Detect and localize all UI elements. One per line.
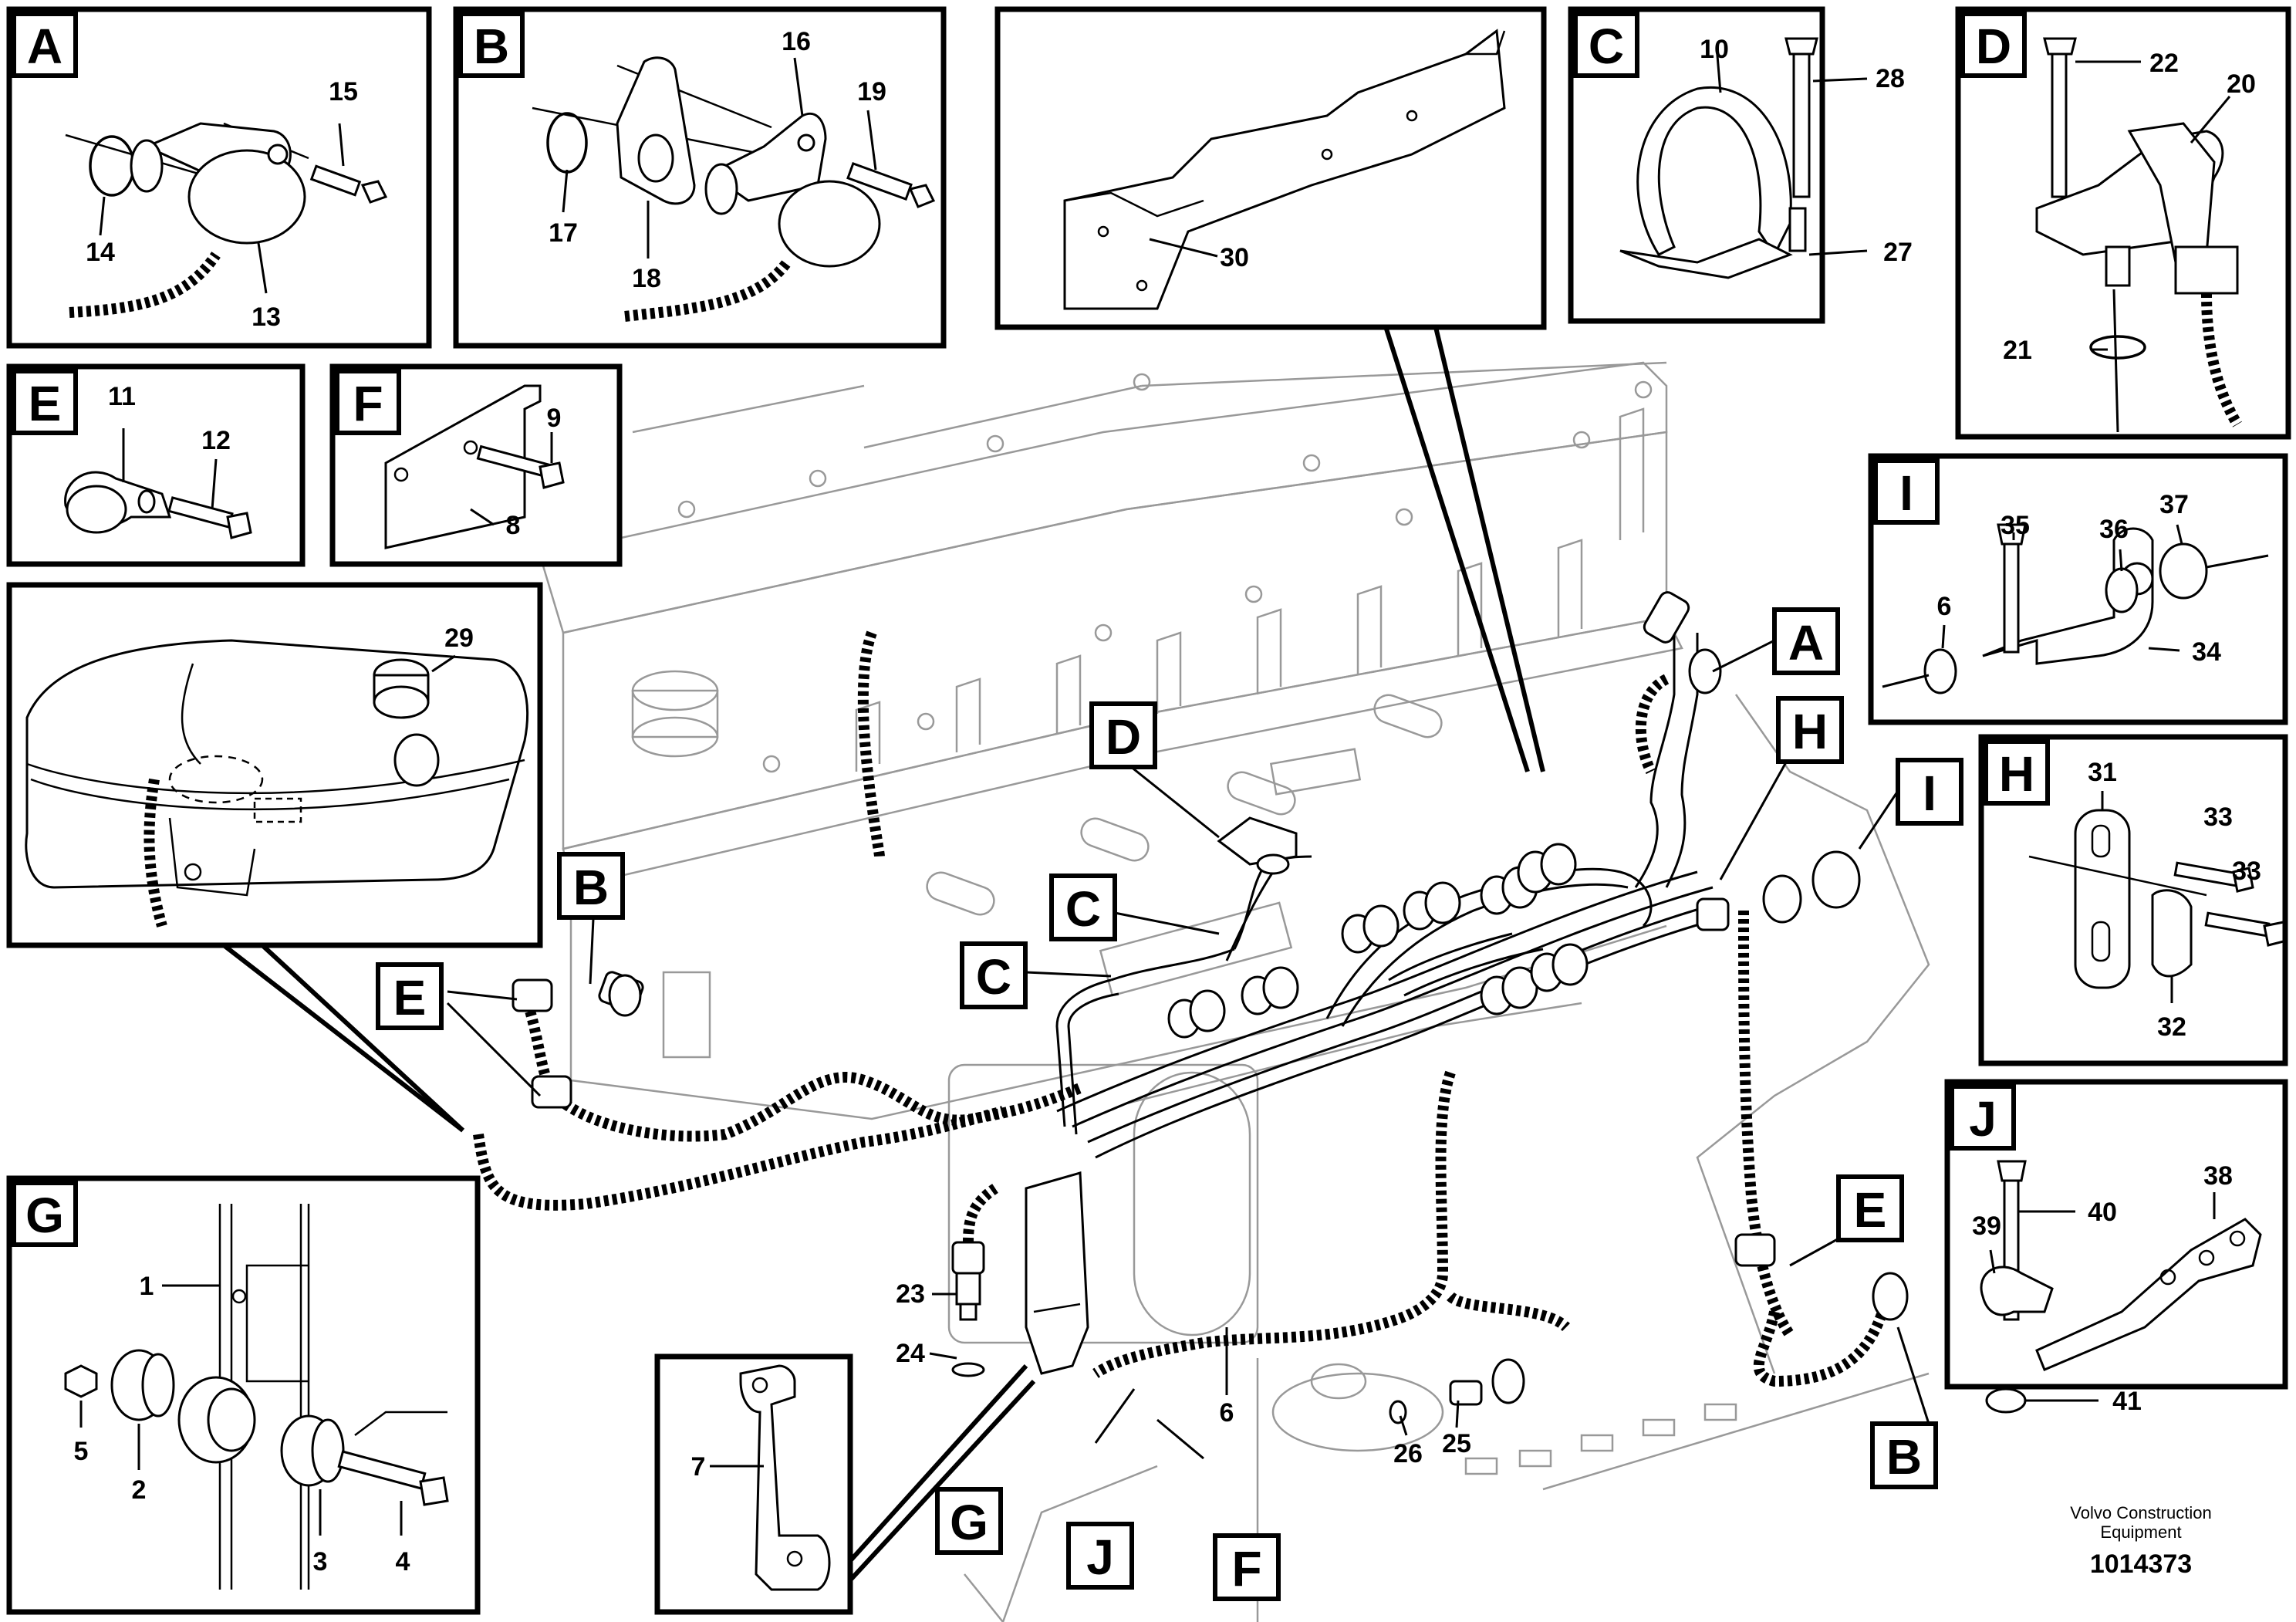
- part-39: 39: [1972, 1211, 2001, 1241]
- inset-e-drawing: [64, 428, 252, 539]
- callout-b-bottom: B: [1886, 1429, 1922, 1485]
- part-34: 34: [2192, 637, 2221, 667]
- part-18: 18: [632, 264, 661, 293]
- panel-letter-g: G: [25, 1188, 64, 1243]
- part-4: 4: [396, 1547, 410, 1576]
- inset-frames: [6, 6, 2291, 1615]
- part-3: 3: [313, 1547, 328, 1576]
- part-26: 26: [1393, 1439, 1423, 1468]
- callout-leaders: [446, 639, 1930, 1460]
- inset-b-drawing: [532, 56, 936, 322]
- inset-30-drawing: [1063, 29, 1506, 310]
- figure-id: 1014373: [2090, 1549, 2192, 1579]
- part-36: 36: [2099, 515, 2129, 544]
- inset-29-drawing: [25, 639, 529, 928]
- part-37: 37: [2159, 490, 2189, 519]
- inset-d-drawing: [2035, 37, 2243, 433]
- part-38: 38: [2203, 1161, 2233, 1191]
- callout-e-right: E: [1854, 1182, 1887, 1238]
- panel-letter-j: J: [1969, 1091, 1997, 1147]
- part-25: 25: [1442, 1429, 1471, 1458]
- part-33-upper: 33: [2203, 803, 2233, 832]
- part-28: 28: [1876, 64, 1905, 93]
- inset-f-drawing: [384, 384, 565, 549]
- panel-letter-b: B: [474, 19, 509, 74]
- inset-h-drawing: [2028, 791, 2285, 1003]
- inset-connectors: [222, 323, 1545, 1584]
- wiring-harness: [473, 591, 1909, 1424]
- panel-letter-i: I: [1899, 465, 1913, 521]
- brand-line-1: Volvo Construction: [2070, 1503, 2211, 1522]
- inset-i-drawing: [1882, 523, 2269, 694]
- part-13: 13: [252, 302, 281, 332]
- callout-b-top: B: [573, 860, 609, 915]
- callout-f: F: [1231, 1541, 1261, 1597]
- part-17: 17: [549, 218, 578, 248]
- inset-c-drawing: [1619, 37, 1868, 279]
- part-33-lower: 33: [2232, 857, 2261, 886]
- part-19: 19: [857, 77, 886, 106]
- part-24: 24: [896, 1339, 925, 1368]
- callout-i: I: [1923, 765, 1936, 821]
- part-11: 11: [108, 382, 136, 411]
- panel-letter-c: C: [1589, 19, 1624, 74]
- panel-letter-e: E: [29, 376, 62, 431]
- part-27: 27: [1883, 238, 1913, 267]
- inset-7-drawing: [710, 1364, 831, 1591]
- part-41: 41: [2112, 1387, 2142, 1416]
- panel-letter-f: F: [353, 376, 383, 431]
- part-9: 9: [547, 404, 562, 433]
- panel-letter-h: H: [1999, 746, 2034, 802]
- part-22: 22: [2149, 49, 2179, 78]
- part-35: 35: [2001, 511, 2030, 540]
- part-10: 10: [1700, 35, 1729, 64]
- inset-a-drawing: [65, 122, 388, 318]
- part-40: 40: [2088, 1198, 2117, 1227]
- main-callouts: A H I D B C C E E B G J F: [376, 607, 1963, 1601]
- part-23: 23: [896, 1279, 925, 1309]
- part-32: 32: [2157, 1012, 2186, 1042]
- engine-assembly: [539, 361, 1930, 1622]
- part-21: 21: [2003, 336, 2032, 365]
- part-20: 20: [2227, 69, 2256, 99]
- callout-d: D: [1106, 709, 1141, 765]
- part-2: 2: [132, 1475, 147, 1505]
- part-7: 7: [691, 1452, 706, 1482]
- callout-c-upper: C: [1065, 881, 1101, 937]
- callout-g: G: [950, 1495, 988, 1550]
- panel-letters: A B C D E F I H J G: [12, 12, 2050, 1247]
- panel-letter-a: A: [27, 19, 62, 74]
- panel-letter-d: D: [1976, 19, 2011, 74]
- figure-footer: Volvo Construction Equipment 1014373: [2070, 1503, 2211, 1579]
- part-6-main: 6: [1220, 1398, 1234, 1428]
- part-15: 15: [329, 77, 358, 106]
- part-8: 8: [506, 511, 521, 540]
- brand-line-2: Equipment: [2100, 1522, 2181, 1542]
- part-numbers: 15 14 13 16 19 17 18 30 10 28 27 22 20 2…: [74, 27, 2261, 1576]
- callout-a: A: [1788, 615, 1824, 671]
- part-12: 12: [201, 426, 231, 455]
- part-1: 1: [140, 1272, 154, 1301]
- callout-e-left: E: [393, 970, 427, 1026]
- inset-j-drawing: [1980, 1160, 2262, 1414]
- part-16: 16: [782, 27, 811, 56]
- part-30: 30: [1220, 243, 1249, 272]
- callout-c-lower: C: [976, 949, 1011, 1005]
- inset-g-drawing: [64, 1204, 449, 1590]
- part-31: 31: [2088, 758, 2117, 787]
- part-29: 29: [444, 623, 474, 653]
- callout-h: H: [1792, 704, 1828, 759]
- part-14: 14: [86, 238, 115, 267]
- part-5: 5: [74, 1437, 89, 1466]
- callout-j: J: [1086, 1529, 1114, 1585]
- part-6-inset: 6: [1937, 592, 1952, 621]
